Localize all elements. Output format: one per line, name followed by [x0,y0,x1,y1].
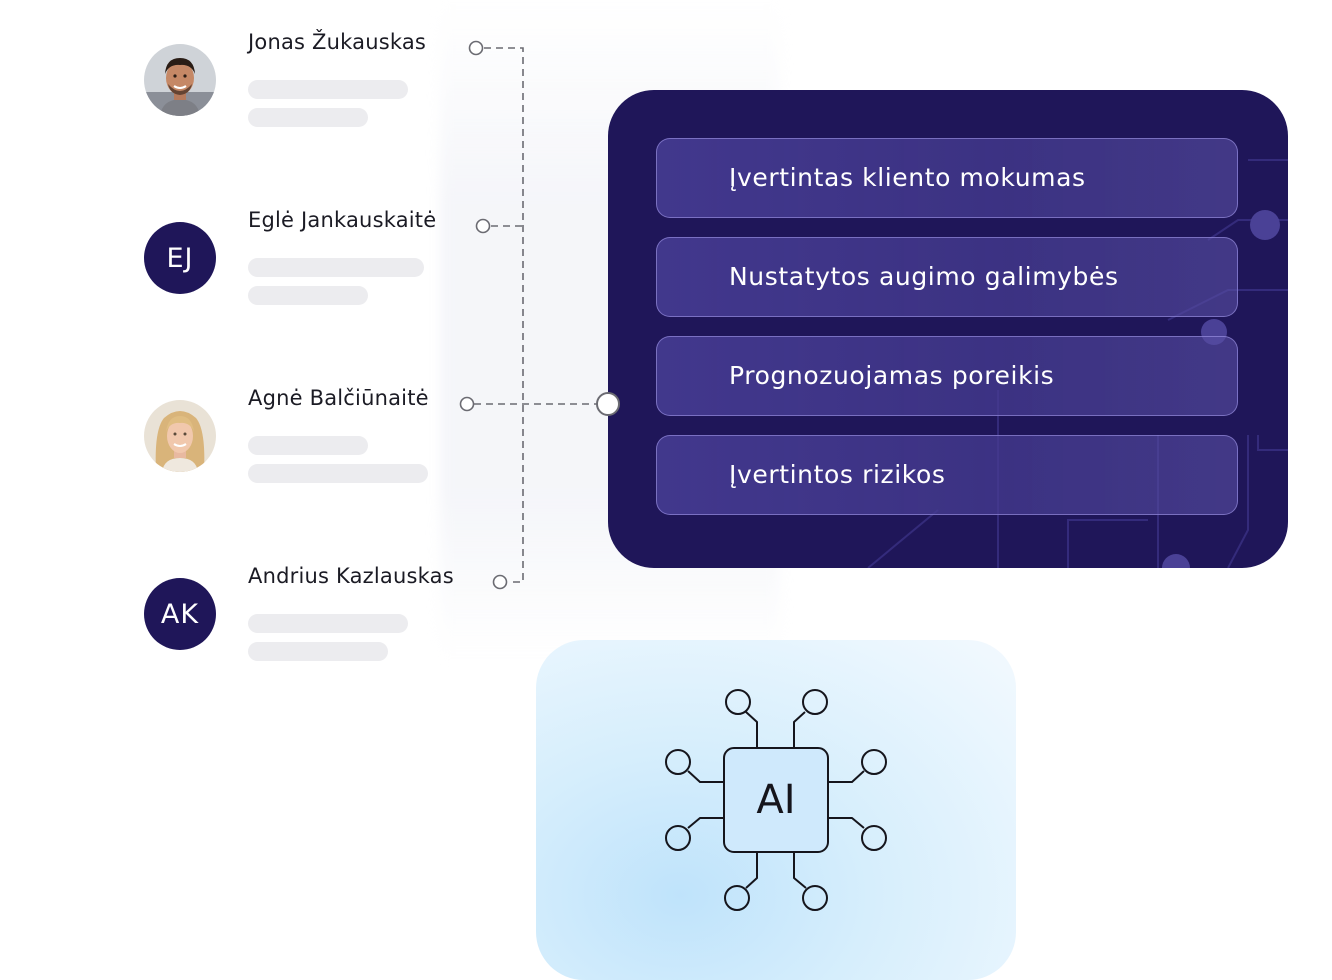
placeholder-line [248,642,388,661]
avatar [144,400,216,472]
connector-node-icon [492,574,508,590]
placeholder-line [248,108,368,127]
panel-connector-node-icon [596,392,620,416]
connector-lines [459,40,620,590]
insight-label: Įvertintos rizikos [729,459,946,489]
placeholder-line [248,464,428,483]
ai-chip-label: AI [756,777,796,823]
avatar [144,44,216,116]
insight-label: Prognozuojamas poreikis [729,360,1055,390]
connector-node-icon [468,40,484,56]
avatar: EJ [144,222,216,294]
insights-panel: Įvertintas kliento mokumas Nustatytos au… [608,90,1288,568]
insight-item[interactable]: Prognozuojamas poreikis [656,336,1238,416]
person-name: Andrius Kazlauskas [248,564,454,588]
insight-item[interactable]: Įvertintas kliento mokumas [656,138,1238,218]
ai-chip-icon [665,689,887,911]
avatar: AK [144,578,216,650]
person-name: Eglė Jankauskaitė [248,208,437,232]
placeholder-line [248,80,408,99]
connector-node-icon [459,396,475,412]
insight-label: Įvertintas kliento mokumas [729,162,1086,192]
avatar-photo-male [144,44,216,116]
placeholder-line [248,258,424,277]
avatar-photo-female [144,400,216,472]
connector-node-icon [475,218,491,234]
person-name: Agnė Balčiūnaitė [248,386,429,410]
insight-label: Nustatytos augimo galimybės [729,261,1119,291]
placeholder-line [248,436,368,455]
placeholder-line [248,286,368,305]
person-name: Jonas Žukauskas [248,30,427,54]
insight-item[interactable]: Įvertintos rizikos [656,435,1238,515]
insight-item[interactable]: Nustatytos augimo galimybės [656,237,1238,317]
placeholder-line [248,614,408,633]
